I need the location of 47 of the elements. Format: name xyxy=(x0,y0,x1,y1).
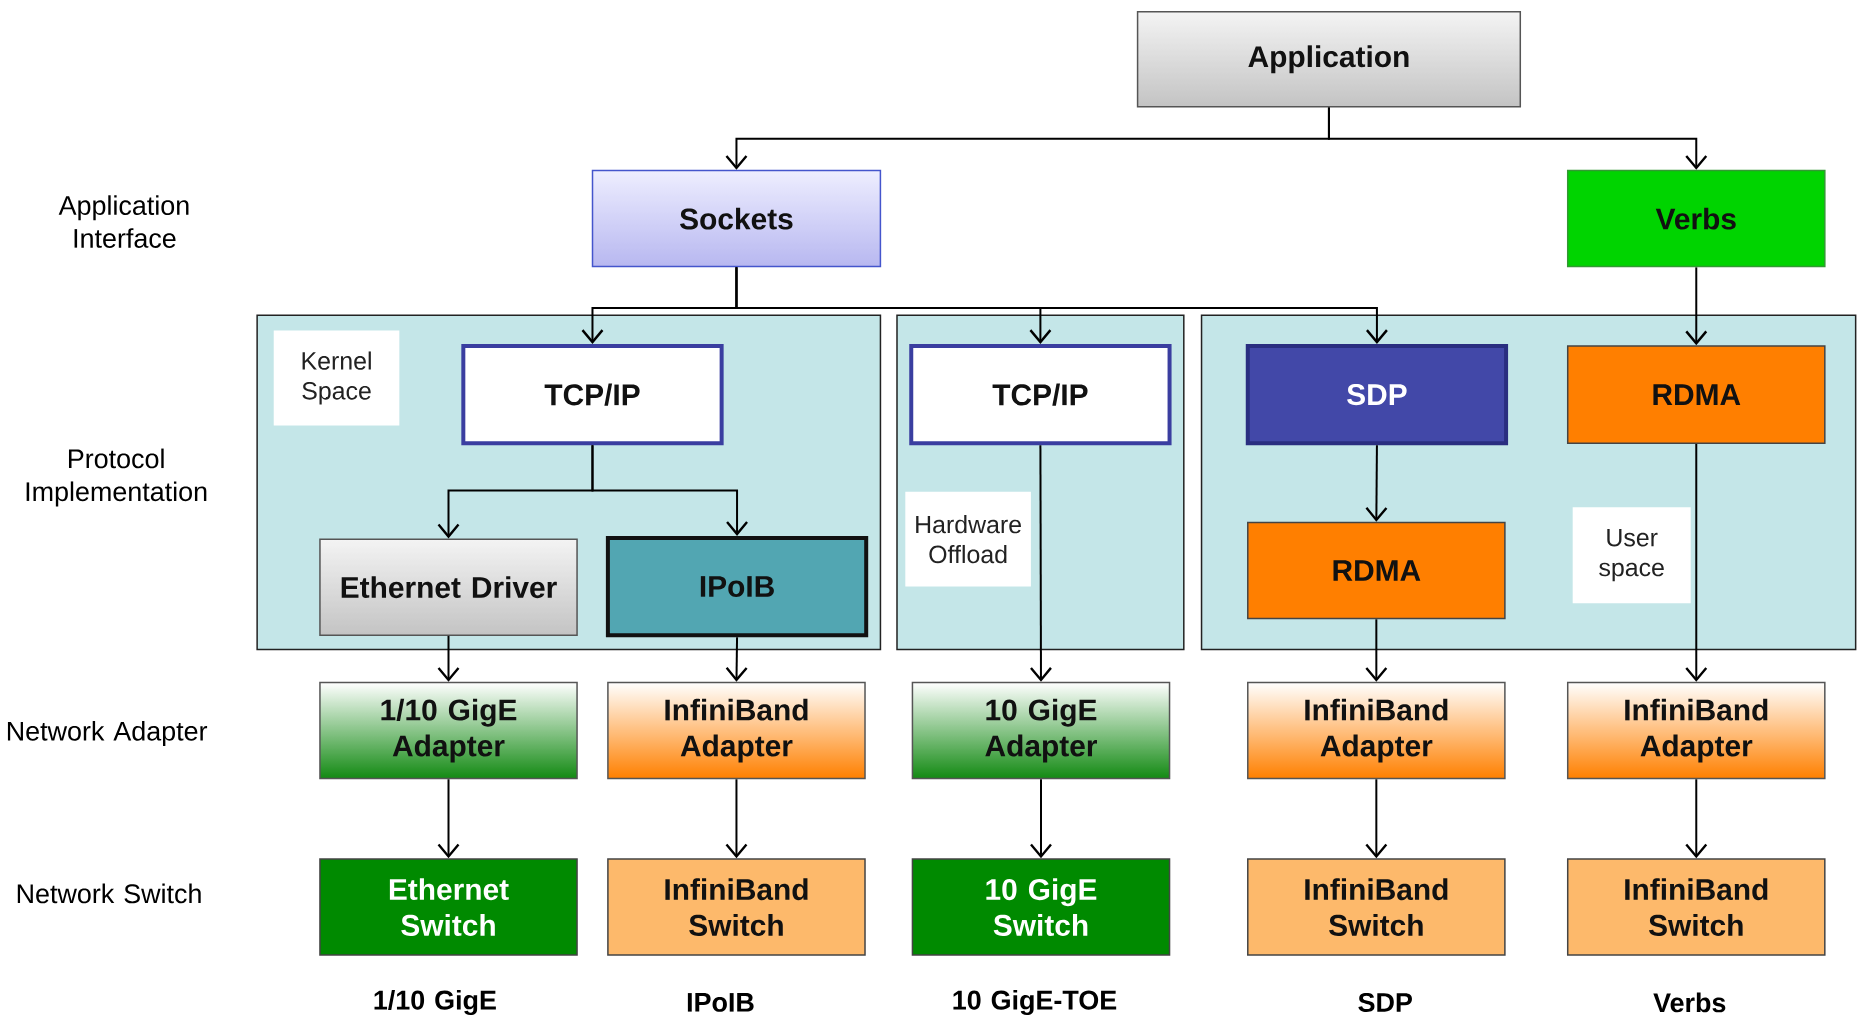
arrow xyxy=(591,444,748,536)
switch-box: 10 GigE Switch xyxy=(911,858,1171,956)
arrow xyxy=(1685,266,1708,346)
text-box: Kernel Space xyxy=(273,330,400,426)
arrow xyxy=(437,778,460,859)
process-box: TCP/IP xyxy=(461,344,724,446)
switch-box: InfiniBand Switch xyxy=(1247,858,1506,956)
adapter-box: 1/10 GigE Adapter xyxy=(319,681,578,780)
process-box: Application xyxy=(1136,11,1522,108)
arrow xyxy=(725,778,748,859)
row-label: Network Adapter xyxy=(7,720,208,746)
adapter-box: InfiniBand Adapter xyxy=(607,681,866,780)
switch-box: InfiniBand Switch xyxy=(607,858,866,956)
arrow xyxy=(1685,442,1708,682)
arrow xyxy=(1365,444,1388,522)
adapter-box: InfiniBand Adapter xyxy=(1566,681,1826,780)
process-box: Sockets xyxy=(591,169,882,268)
process-box: Ethernet Driver xyxy=(319,538,578,636)
column-label: IPoIB xyxy=(687,993,754,1012)
process-box: TCP/IP xyxy=(909,344,1172,446)
switch-box: Ethernet Switch xyxy=(319,858,578,956)
arrow xyxy=(1327,106,1708,170)
arrow xyxy=(1365,618,1388,682)
arrow xyxy=(1030,444,1052,682)
adapter-box: 10 GigE Adapter xyxy=(911,681,1171,780)
column-label: 10 GigE-TOE xyxy=(953,989,1117,1016)
process-box: RDMA xyxy=(1247,521,1506,620)
process-box: IPoIB xyxy=(605,535,869,638)
arrow xyxy=(1365,778,1388,859)
arrow xyxy=(1030,778,1052,859)
column-label: 1/10 GigE xyxy=(374,989,496,1016)
arrow xyxy=(437,634,460,682)
arrow xyxy=(735,266,1388,344)
text-box: User space xyxy=(1572,507,1691,604)
process-box: RDMA xyxy=(1566,345,1826,444)
row-label: Network Switch xyxy=(17,883,201,904)
row-label: Protocol Implementation xyxy=(26,448,207,507)
arrow xyxy=(725,636,748,682)
column-label: SDP xyxy=(1358,992,1412,1012)
process-box: Verbs xyxy=(1566,169,1826,268)
column-label: Verbs xyxy=(1653,992,1726,1013)
switch-box: InfiniBand Switch xyxy=(1566,858,1826,956)
adapter-box: InfiniBand Adapter xyxy=(1247,681,1506,780)
text-box: Hardware Offload xyxy=(905,491,1031,587)
process-box: SDP xyxy=(1245,344,1509,446)
arrow xyxy=(1685,778,1708,859)
row-label: Application Interface xyxy=(58,195,189,248)
